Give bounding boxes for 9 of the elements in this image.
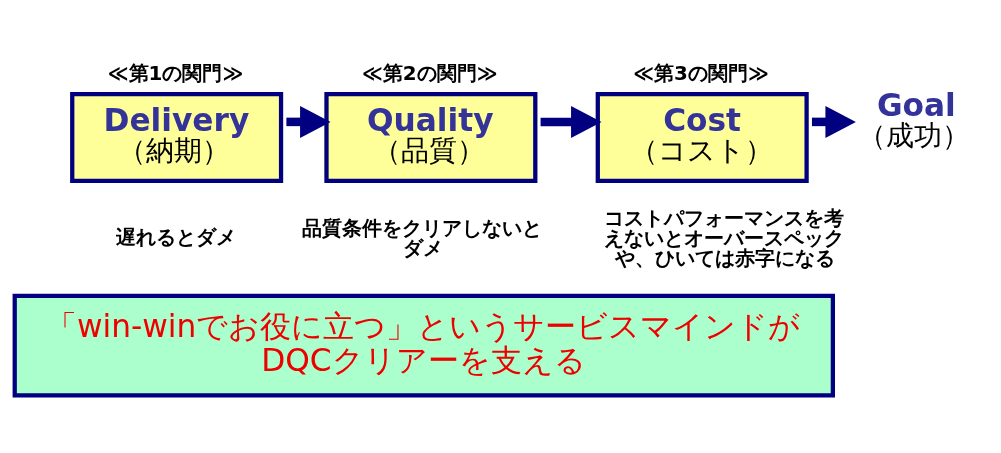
- node-label: ≪第2の関門≫: [362, 61, 498, 85]
- node-label: コストパフォーマンスを考えないとオーバースペックや、ひいては赤字になる: [604, 206, 845, 270]
- node-label: 品質条件をクリアしないとダメ: [301, 216, 542, 260]
- node-box: 「win-winでお役に立つ」というサービスマインドが DQCクリアーを支える: [12, 293, 835, 397]
- node-label: ≪第1の関門≫: [107, 61, 244, 85]
- node-label: 遅れるとダメ: [115, 225, 236, 249]
- arrow: [540, 105, 602, 138]
- node-text: Goal （成功）: [858, 86, 971, 152]
- node-label: ≪第3の関門≫: [633, 61, 769, 85]
